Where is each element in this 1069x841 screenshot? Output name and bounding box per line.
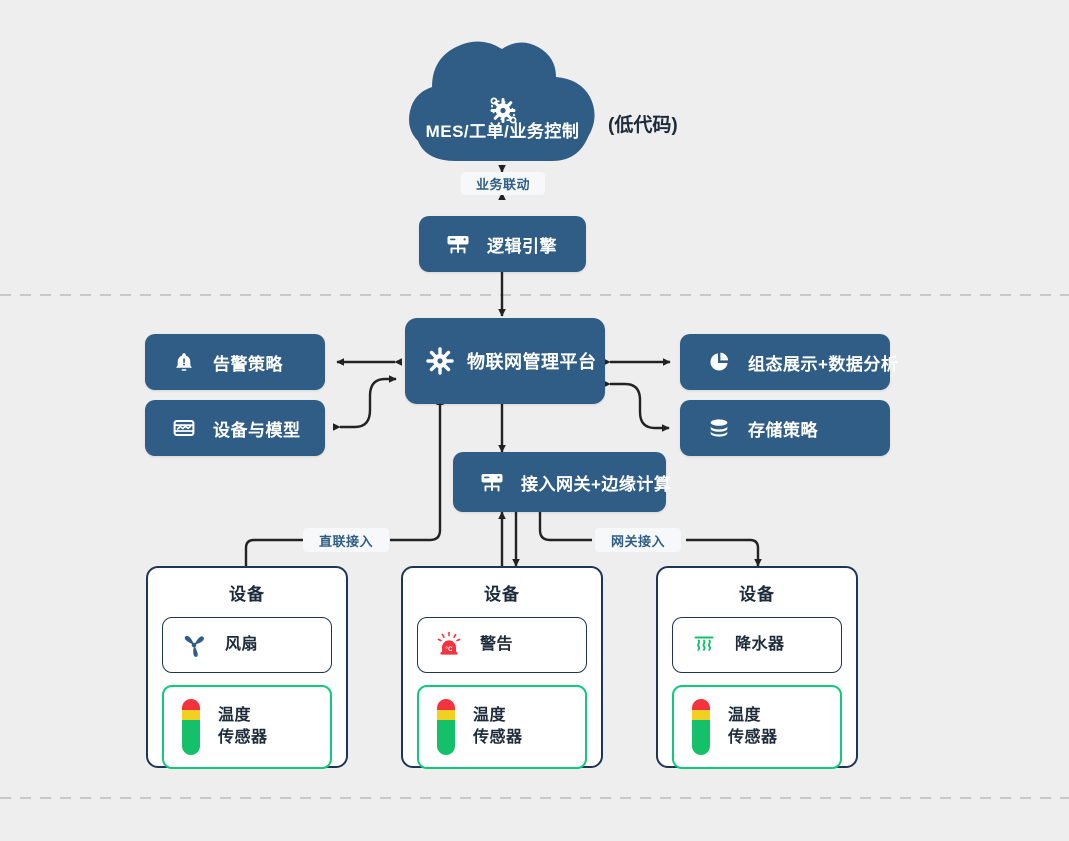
device-sensor-label-line1: 温度 [473,707,507,725]
logic-engine-node[interactable]: 逻辑引擎 [419,216,586,272]
module-alarm-policy-label: 告警策略 [213,354,283,374]
device-actuator-label: 警告 [480,636,514,654]
pie-chart-icon [706,349,732,375]
device-actuator-label: 降水器 [735,636,785,654]
module-storage-policy-label: 存储策略 [748,420,818,440]
module-device-model-label: 设备与模型 [213,420,301,440]
device-sensor-label-line1: 温度 [218,707,252,725]
iot-platform-node[interactable]: 物联网管理平台 [405,318,605,404]
module-device-model[interactable]: 设备与模型 [145,400,325,456]
iot-platform-label: 物联网管理平台 [467,352,597,372]
edge-label-direct-connect: 直联接入 [303,528,389,552]
iot-gear-icon [425,346,455,376]
model-icon [171,415,197,441]
temperature-gauge-icon [435,698,457,756]
device-sensor-label: 温度 传感器 [218,705,268,748]
device-card[interactable]: 设备 风扇 温度 传感器 [146,566,348,769]
iot-gear-icon [482,90,524,132]
device-actuator-label: 风扇 [225,636,259,654]
device-sensor-row[interactable]: 温度 传感器 [672,685,842,769]
fan-icon [179,628,209,662]
device-sensor-label-line2: 传感器 [473,729,523,746]
temperature-gauge-icon [180,698,202,756]
device-card-title: 设备 [229,585,265,604]
device-actuator-row[interactable]: 风扇 [162,617,332,673]
device-sensor-label: 温度 传感器 [728,705,778,748]
module-scada-analytics[interactable]: 组态展示+数据分析 [680,334,898,390]
cloud-label: MES/工单/业务控制 [425,122,580,141]
temperature-gauge-icon [690,698,712,756]
gateway-icon [479,469,505,495]
device-card[interactable]: 设备 降水器 温度 传感器 [656,566,858,769]
edge-label-business-linkage: 业务联动 [461,172,545,195]
siren-icon: °C [434,628,464,662]
device-sensor-label-line2: 传感器 [218,729,268,746]
gateway-edge-label: 接入网关+边缘计算 [521,474,672,494]
sprinkler-icon [689,628,719,662]
low-code-note: (低代码) [608,115,678,136]
device-sensor-label: 温度 传感器 [473,705,523,748]
gateway-edge-node[interactable]: 接入网关+边缘计算 [453,452,671,512]
device-actuator-row[interactable]: 降水器 [672,617,842,673]
module-storage-policy[interactable]: 存储策略 [680,400,890,456]
edge-label-gateway-connect: 网关接入 [595,528,681,552]
module-scada-analytics-label: 组态展示+数据分析 [748,354,899,374]
module-alarm-policy[interactable]: 告警策略 [145,334,325,390]
device-sensor-row[interactable]: 温度 传感器 [162,685,332,769]
device-sensor-row[interactable]: 温度 传感器 [417,685,587,769]
device-sensor-label-line2: 传感器 [728,729,778,746]
svg-text:°C: °C [445,645,453,653]
database-icon [706,415,732,441]
gateway-icon [445,231,471,257]
device-card[interactable]: 设备 °C 警告 [401,566,603,769]
device-actuator-row[interactable]: °C 警告 [417,617,587,673]
device-card-title: 设备 [739,585,775,604]
device-sensor-label-line1: 温度 [728,707,762,725]
cloud-mes-node[interactable]: MES/工单/业务控制 [404,33,601,166]
bell-icon [171,349,197,375]
device-card-title: 设备 [484,585,520,604]
logic-engine-label: 逻辑引擎 [487,236,557,256]
